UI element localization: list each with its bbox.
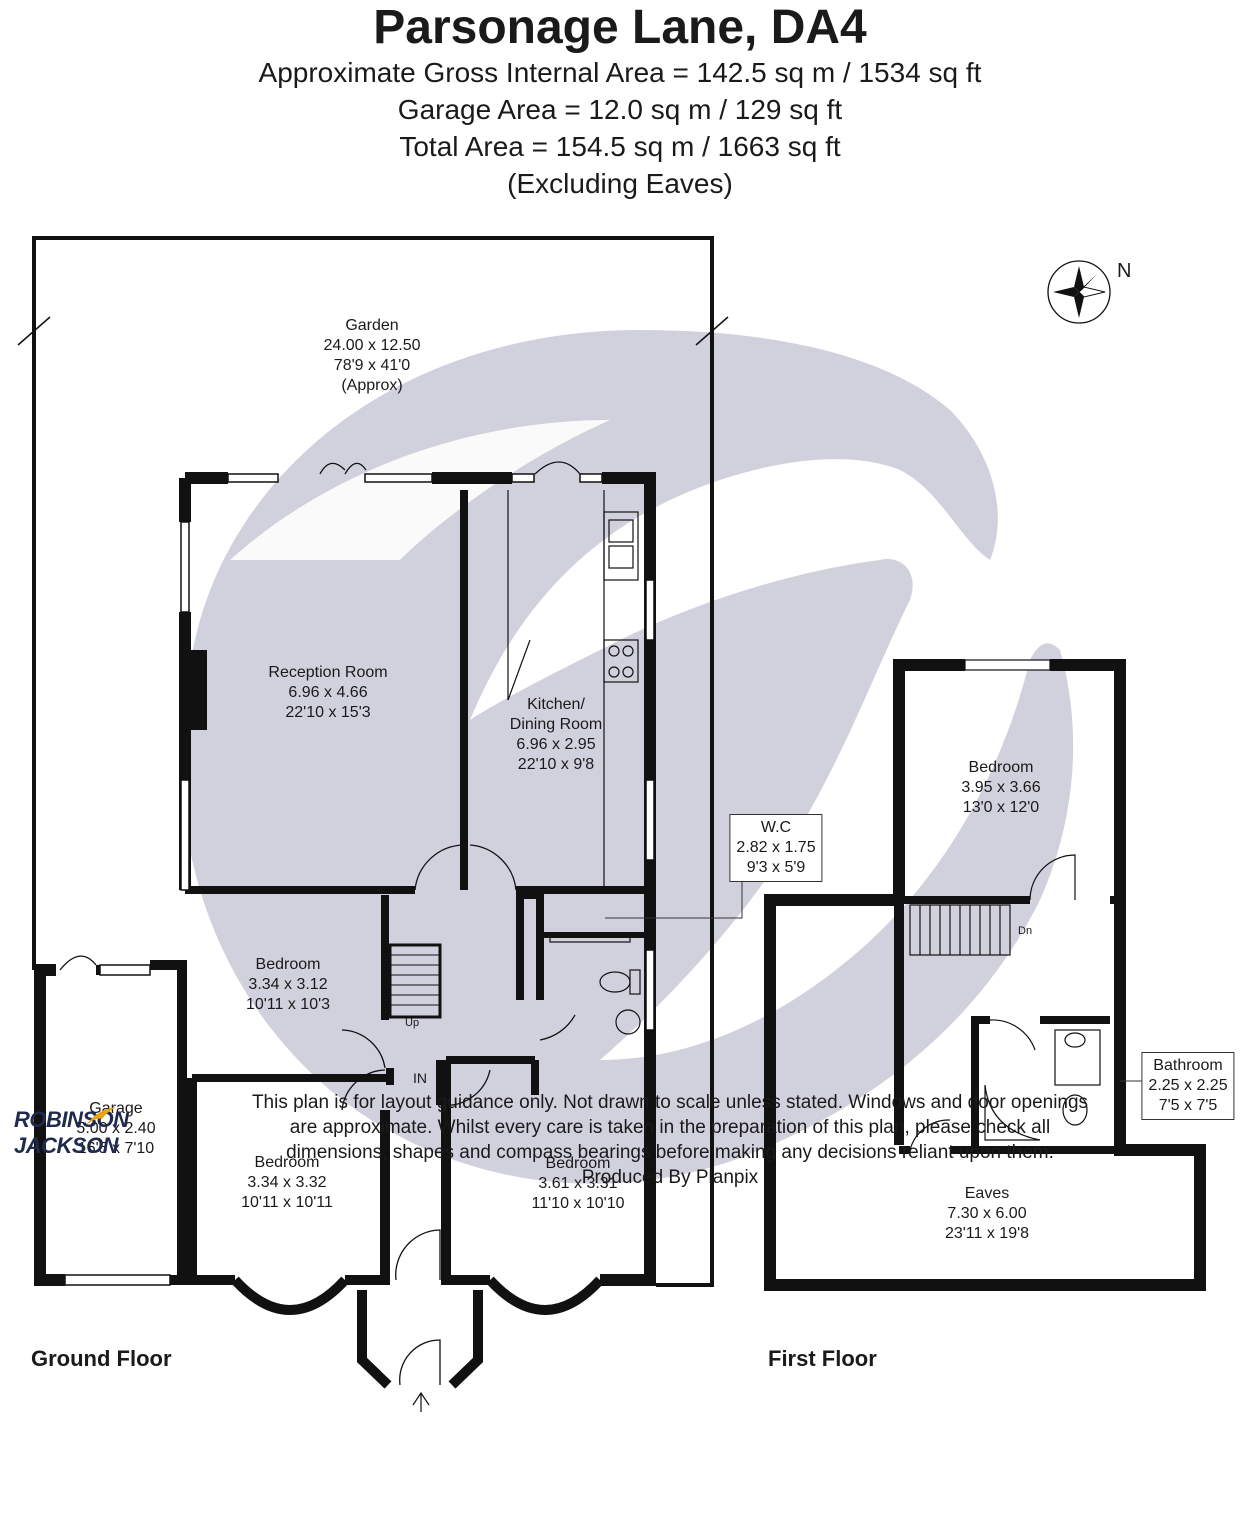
bedroom-first-dim-m: 3.95 x 3.66	[961, 779, 1041, 796]
entry-arrow-icon	[412, 1391, 430, 1412]
garden-boundary	[17, 236, 729, 1287]
stairs-up-label: Up	[405, 1017, 420, 1029]
bedroom-first-label: Bedroom 3.95 x 3.66 13'0 x 12'0	[961, 758, 1040, 818]
bedroom-front-right-name: Bedroom	[545, 1155, 611, 1172]
north-label: N	[1117, 260, 1132, 282]
eaves-name: Eaves	[964, 1185, 1010, 1202]
kitchen-label: Kitchen/ Dining Room 6.96 x 2.95 22'10 x…	[510, 695, 602, 775]
bedroom-front-left-label: Bedroom 3.34 x 3.32 10'11 x 10'11	[241, 1153, 333, 1213]
plan-title: Parsonage Lane, DA4	[373, 1, 867, 54]
bathroom-dim-ft: 7'5 x 7'5	[1158, 1097, 1218, 1114]
wc-fittings	[549, 936, 641, 1035]
first-floor-label: First Floor	[768, 1346, 877, 1371]
garden-label: Garden 24.00 x 12.50 78'9 x 41'0 (Approx…	[324, 316, 421, 396]
agency-logo: ROBINSON JACKSON	[14, 1107, 134, 1159]
total-area-line: Total Area = 154.5 sq m / 1663 sq ft	[399, 131, 841, 162]
bathroom-dim-m: 2.25 x 2.25	[1148, 1077, 1228, 1094]
first-floor-details	[909, 659, 1101, 1151]
ground-floor-label: Ground Floor	[31, 1346, 172, 1371]
bathroom-name: Bathroom	[1153, 1057, 1223, 1074]
bedroom-front-left-dim-ft: 10'11 x 10'11	[241, 1194, 333, 1211]
bedroom-front-right-dim-ft: 11'10 x 10'10	[531, 1195, 625, 1212]
watermark-logo	[180, 330, 1074, 1184]
bedroom-front-right-label: Bedroom 3.61 x 3.31 11'10 x 10'10	[532, 1154, 625, 1214]
garage-dim-ft: 16'5 x 7'10	[77, 1140, 155, 1157]
header: Parsonage Lane, DA4 Approximate Gross In…	[0, 0, 1240, 202]
garden-dim-m: 24.00 x 12.50	[323, 337, 421, 354]
bedroom-mid-label: Bedroom 3.34 x 3.12 10'11 x 10'3	[246, 955, 330, 1015]
garden-name: Garden	[345, 317, 399, 334]
eaves-dim-ft: 23'11 x 19'8	[944, 1225, 1030, 1242]
eaves-dim-m: 7.30 x 6.00	[947, 1205, 1027, 1222]
gross-area-line: Approximate Gross Internal Area = 142.5 …	[258, 57, 982, 88]
disclaimer: This plan is for layout guidance only. N…	[150, 1090, 1190, 1190]
kitchen-dim-ft: 22'10 x 9'8	[517, 756, 595, 773]
ground-stairs	[388, 943, 442, 1019]
kitchen-fittings	[507, 490, 639, 890]
compass-icon	[1047, 260, 1111, 324]
bedroom-front-right-dim-m: 3.61 x 3.31	[538, 1175, 618, 1192]
stairs-down-label: Dn	[1018, 925, 1033, 937]
kitchen-dim-m: 6.96 x 2.95	[516, 736, 596, 753]
bedroom-first-name: Bedroom	[968, 759, 1034, 776]
windows	[64, 473, 655, 1389]
doors	[59, 461, 581, 1386]
bedroom-mid-dim-ft: 10'11 x 10'3	[245, 996, 331, 1013]
disclaimer-line-4: Produced By Planpix	[581, 1167, 759, 1188]
entrance-label: IN	[413, 1070, 427, 1086]
reception-dim-m: 6.96 x 4.66	[288, 684, 368, 701]
reception-label: Reception Room 6.96 x 4.66 22'10 x 15'3	[268, 663, 387, 723]
wc-dim-m: 2.82 x 1.75	[736, 839, 816, 856]
garage-area-line: Garage Area = 12.0 sq m / 129 sq ft	[397, 94, 843, 125]
bedroom-front-left-name: Bedroom	[254, 1154, 320, 1171]
eaves-label: Eaves 7.30 x 6.00 23'11 x 19'8	[945, 1184, 1029, 1244]
wc-name: W.C	[760, 819, 792, 836]
garden-note: (Approx)	[341, 377, 403, 394]
disclaimer-line-3: dimensions, shapes and compass bearings …	[286, 1142, 1054, 1163]
disclaimer-line-2: are approximate. Whilst every care is ta…	[289, 1117, 1051, 1138]
reception-dim-ft: 22'10 x 15'3	[285, 704, 371, 721]
excluding-eaves-line: (Excluding Eaves)	[507, 168, 733, 199]
garden-dim-ft: 78'9 x 41'0	[333, 357, 411, 374]
bedroom-mid-name: Bedroom	[255, 956, 321, 973]
reception-name: Reception Room	[268, 664, 388, 681]
garage-dim-m: 5.00 x 2.40	[76, 1120, 156, 1137]
logo-line-2: JACKSON	[14, 1133, 119, 1158]
bedroom-front-left-dim-m: 3.34 x 3.32	[247, 1174, 327, 1191]
bedroom-first-dim-ft: 13'0 x 12'0	[962, 799, 1040, 816]
bedroom-mid-dim-m: 3.34 x 3.12	[248, 976, 328, 993]
bathroom-label: Bathroom 2.25 x 2.25 7'5 x 7'5	[1141, 1052, 1235, 1120]
wc-label: W.C 2.82 x 1.75 9'3 x 5'9	[729, 814, 823, 882]
first-floor-walls	[764, 659, 1206, 1291]
disclaimer-line-1: This plan is for layout guidance only. N…	[251, 1092, 1089, 1113]
kitchen-name-2: Dining Room	[509, 716, 603, 733]
wc-dim-ft: 9'3 x 5'9	[746, 859, 806, 876]
kitchen-name-1: Kitchen/	[527, 696, 585, 713]
wc-pointer-line	[605, 876, 743, 919]
swallow-icon	[86, 1107, 116, 1125]
logo-line-1: ROBINSON	[14, 1107, 129, 1132]
